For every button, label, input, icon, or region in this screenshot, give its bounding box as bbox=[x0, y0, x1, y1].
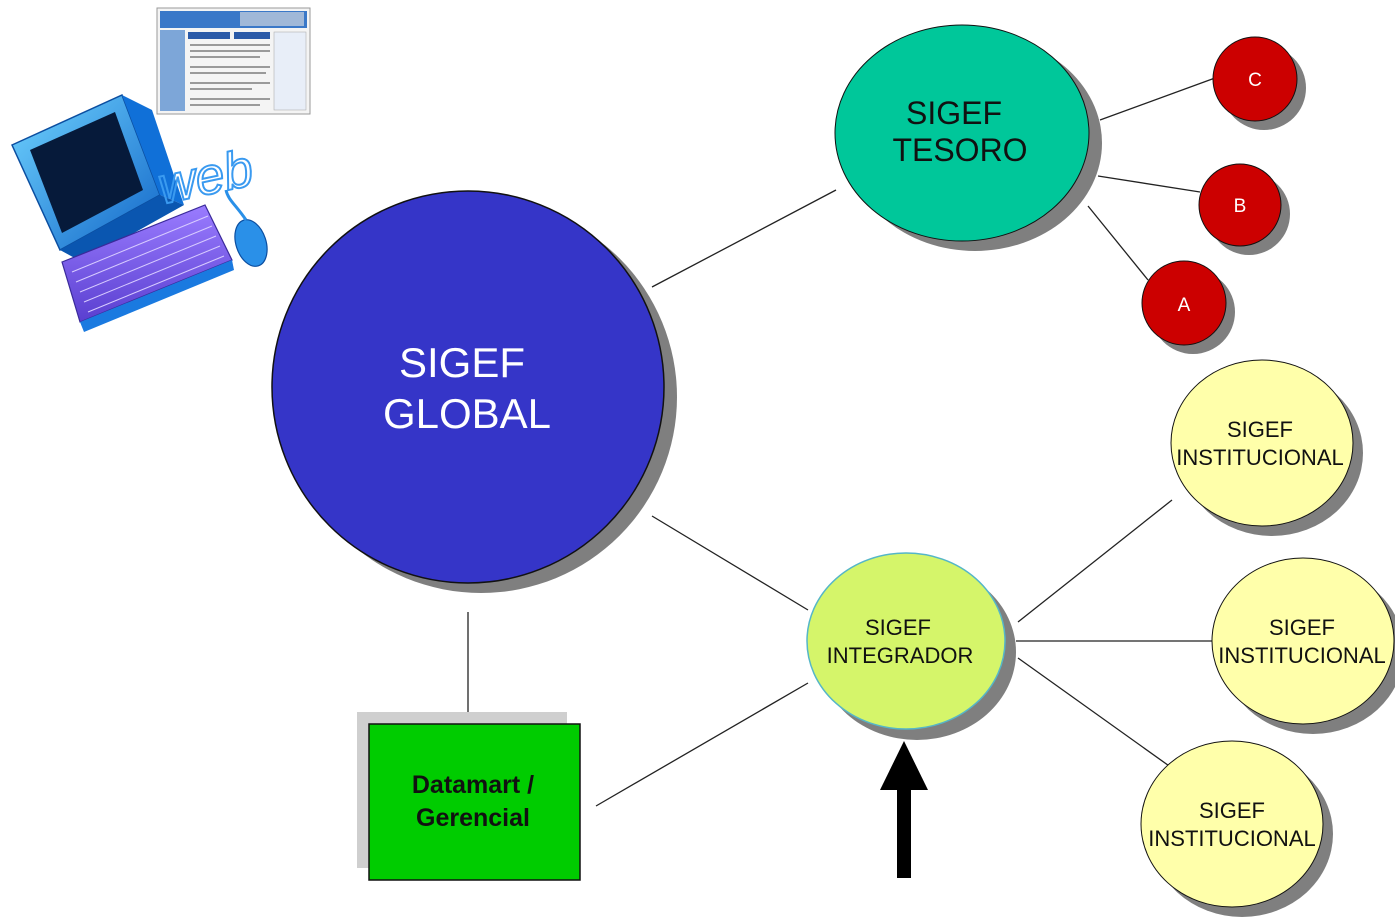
connector-tesoro-c bbox=[1099, 77, 1216, 121]
node-inst2-label-1: SIGEF bbox=[1269, 615, 1335, 640]
node-inst1-label-1: SIGEF bbox=[1227, 417, 1293, 442]
node-sigef-global: SIGEF GLOBAL bbox=[271, 190, 677, 593]
node-sigef-integrador: SIGEF INTEGRADOR bbox=[806, 552, 1016, 740]
website-thumbnail-icon bbox=[156, 7, 311, 115]
node-global-label-1: SIGEF bbox=[399, 339, 525, 386]
node-institucional-3: SIGEF INSTITUCIONAL bbox=[1140, 740, 1333, 917]
node-global-circle bbox=[271, 190, 665, 584]
node-sigef-tesoro: SIGEF TESORO bbox=[834, 24, 1102, 251]
node-global-label-2: GLOBAL bbox=[383, 390, 551, 437]
node-c-circle bbox=[1212, 36, 1298, 122]
connector-global-tesoro bbox=[651, 189, 837, 288]
connector-global-integrador bbox=[651, 515, 809, 611]
node-b: B bbox=[1198, 163, 1290, 255]
node-c-label: C bbox=[1248, 70, 1262, 91]
node-a-circle bbox=[1141, 260, 1227, 346]
connector-integrador-inst3 bbox=[1017, 657, 1173, 769]
connector-datamart-integrador bbox=[595, 682, 809, 807]
connector-tesoro-a bbox=[1087, 205, 1149, 281]
node-inst3-ellipse bbox=[1140, 740, 1324, 908]
mouse-icon bbox=[224, 189, 268, 267]
node-b-circle bbox=[1198, 163, 1282, 247]
node-inst2-label-2: INSTITUCIONAL bbox=[1218, 643, 1385, 668]
computer-web-clipart-icon: web bbox=[11, 7, 311, 332]
node-datamart: Datamart / Gerencial bbox=[357, 712, 581, 881]
node-inst3-label-2: INSTITUCIONAL bbox=[1148, 826, 1315, 851]
connector-integrador-inst1 bbox=[1017, 499, 1173, 623]
node-inst1-label-2: INSTITUCIONAL bbox=[1176, 445, 1343, 470]
node-tesoro-label-2: TESORO bbox=[892, 132, 1027, 168]
node-datamart-label-1: Datamart / bbox=[412, 771, 534, 799]
node-inst3-label-1: SIGEF bbox=[1199, 798, 1265, 823]
node-tesoro-ellipse bbox=[834, 24, 1090, 242]
connector-tesoro-b bbox=[1097, 175, 1201, 193]
node-integrador-ellipse bbox=[806, 552, 1006, 730]
connectors bbox=[467, 77, 1216, 807]
node-integrador-label-2: INTEGRADOR bbox=[827, 643, 974, 668]
node-integrador-label-1: SIGEF bbox=[865, 615, 931, 640]
arrow-head bbox=[880, 741, 928, 790]
node-inst1-ellipse bbox=[1170, 359, 1354, 527]
web-script-icon: web bbox=[153, 139, 258, 216]
node-datamart-box bbox=[368, 723, 581, 881]
monitor-icon bbox=[11, 93, 184, 262]
node-institucional-1: SIGEF INSTITUCIONAL bbox=[1170, 359, 1363, 536]
node-datamart-label-2: Gerencial bbox=[416, 804, 530, 832]
node-b-label: B bbox=[1234, 196, 1247, 217]
arrow-shaft bbox=[897, 788, 911, 878]
node-inst2-ellipse bbox=[1211, 557, 1395, 725]
node-a: A bbox=[1141, 260, 1235, 354]
arrow-up-icon bbox=[880, 741, 928, 878]
node-institucional-2: SIGEF INSTITUCIONAL bbox=[1211, 557, 1395, 734]
node-tesoro-label-1: SIGEF bbox=[906, 95, 1002, 131]
node-c: C bbox=[1212, 36, 1306, 130]
keyboard-icon bbox=[61, 204, 234, 332]
node-a-label: A bbox=[1178, 295, 1191, 316]
